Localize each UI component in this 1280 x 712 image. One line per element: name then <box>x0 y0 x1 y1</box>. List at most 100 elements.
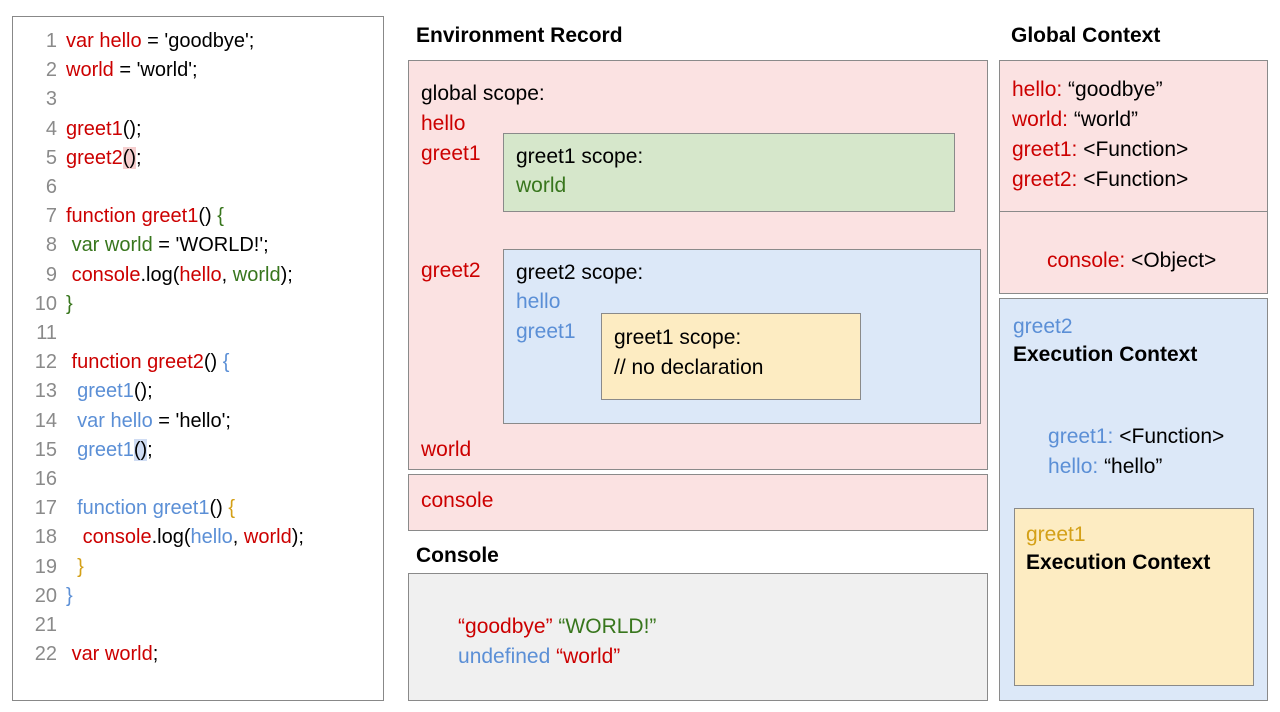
code-line-number: 3 <box>45 88 57 111</box>
code-token-call-parens-highlight: () <box>122 146 137 169</box>
code-line: 9 console.log(hello, world); <box>13 261 383 290</box>
code-line-source: greet1(); <box>66 115 142 144</box>
code-token: var hello <box>66 30 142 52</box>
code-token-call-parens-highlight: () <box>133 438 148 461</box>
greet2-ec-key-hello: hello: <box>1048 455 1105 478</box>
code-line-source: var hello = 'goodbye'; <box>66 27 254 56</box>
code-token: ); <box>280 263 293 286</box>
code-token: hello <box>190 526 233 549</box>
code-line: 7 function greet1() { <box>13 202 383 231</box>
global-context-row-console: console: <Object> <box>1012 225 1216 297</box>
global-context-value: “goodbye” <box>1068 78 1163 101</box>
code-token: function greet1 <box>66 205 199 228</box>
er-binding-world: world <box>421 438 472 461</box>
code-line-source: var hello = 'hello'; <box>66 407 231 436</box>
console-output-line-1: “goodbye” “WORLD!” <box>423 591 656 663</box>
code-token: } <box>77 555 84 578</box>
code-line-source: greet2(); <box>66 144 142 173</box>
code-token-semicolon: ; <box>136 146 142 169</box>
code-token: { <box>222 351 230 374</box>
global-context-key: world: <box>1012 108 1074 131</box>
code-line-number: 16 <box>34 468 57 491</box>
greet1-execution-context-title: Execution Context <box>1026 551 1211 574</box>
code-token: var hello <box>77 409 153 432</box>
code-line: 18 console.log(hello, world); <box>13 523 383 552</box>
code-line-number: 14 <box>34 409 57 432</box>
er-binding-greet2: greet2 <box>421 259 481 282</box>
code-line: 21 <box>13 611 383 640</box>
greet1-inner-scope-box: greet1 scope: // no declaration <box>601 313 861 400</box>
code-token: greet1 <box>77 380 134 403</box>
code-line: 11 <box>13 319 383 348</box>
code-line: 14 var hello = 'hello'; <box>13 407 383 436</box>
code-line-source <box>66 319 72 348</box>
code-line-number: 7 <box>45 205 57 228</box>
code-token: var world <box>71 234 153 257</box>
global-context-key: greet2: <box>1012 168 1084 191</box>
console-output-line-2: undefined “world” <box>423 621 620 693</box>
er-binding-hello: hello <box>421 112 466 135</box>
code-token-call-name: greet1 <box>77 438 134 461</box>
greet2-execution-context-panel: greet2 Execution Context greet1: <Functi… <box>999 298 1268 701</box>
global-context-divider <box>1000 211 1267 212</box>
code-token-semicolon: ; <box>147 438 153 461</box>
code-token: ); <box>291 526 304 549</box>
code-token: = 'hello'; <box>152 409 231 432</box>
global-scope-label: global scope: <box>421 82 545 105</box>
code-line: 15 greet1(); <box>13 436 383 465</box>
code-line-number: 22 <box>34 643 57 666</box>
greet2-scope-title: greet2 scope: <box>516 261 644 284</box>
code-token <box>66 380 77 402</box>
greet1-scope-box: greet1 scope: world <box>503 133 955 212</box>
global-context-key-console: console: <box>1047 249 1132 272</box>
global-context-row: hello: “goodbye” <box>1012 75 1188 105</box>
greet2-ec-key-greet1: greet1: <box>1048 425 1120 448</box>
code-line: 20} <box>13 582 383 611</box>
global-context-heading: Global Context <box>1011 24 1161 47</box>
code-line-number: 9 <box>45 263 57 286</box>
global-context-row: world: “world” <box>1012 105 1188 135</box>
code-line-source: } <box>66 582 73 611</box>
code-line-source: greet1(); <box>66 436 153 465</box>
console-value-world-upper: “WORLD!” <box>558 615 657 638</box>
greet1-execution-context-name: greet1 <box>1026 523 1086 546</box>
code-token: () <box>198 205 218 228</box>
code-token: { <box>217 205 224 228</box>
er-binding-console: console <box>421 489 494 512</box>
code-token: function greet2 <box>66 351 204 374</box>
code-token: } <box>66 292 73 315</box>
global-context-row: greet1: <Function> <box>1012 135 1188 165</box>
code-token: (); <box>122 117 142 140</box>
code-token: , <box>221 263 233 286</box>
code-token: = 'world'; <box>113 59 198 82</box>
er-binding-greet1: greet1 <box>421 142 481 165</box>
code-token: = 'WORLD!'; <box>152 234 269 257</box>
code-token: var world <box>71 643 153 666</box>
code-token <box>66 497 77 519</box>
console-value-undefined: undefined <box>458 645 551 668</box>
code-line: 22 var world; <box>13 640 383 669</box>
code-line-number: 1 <box>45 30 57 52</box>
global-context-value: <Function> <box>1083 168 1189 191</box>
environment-record-panel: global scope: hello greet1 greet2 world … <box>408 60 988 470</box>
code-line-source: var world = 'WORLD!'; <box>66 231 269 260</box>
greet2-scope-binding-greet1: greet1 <box>516 320 576 343</box>
greet2-ec-row-hello: hello: “hello” <box>1013 431 1162 503</box>
code-line-number: 18 <box>34 526 57 549</box>
code-token <box>66 526 83 548</box>
code-line-number: 4 <box>45 117 57 140</box>
greet2-ec-row-greet1: greet1: <Function> <box>1013 401 1224 473</box>
code-token <box>66 556 77 578</box>
code-line-source: } <box>66 290 73 319</box>
environment-record-console-panel: console <box>408 474 988 531</box>
code-token: console <box>82 526 152 549</box>
greet2-scope-box: greet2 scope: hello greet1 greet1 scope:… <box>503 249 981 424</box>
code-token <box>66 410 77 432</box>
code-token: , <box>232 526 244 549</box>
code-line-number: 19 <box>34 555 57 578</box>
code-line-number: 13 <box>34 380 57 403</box>
